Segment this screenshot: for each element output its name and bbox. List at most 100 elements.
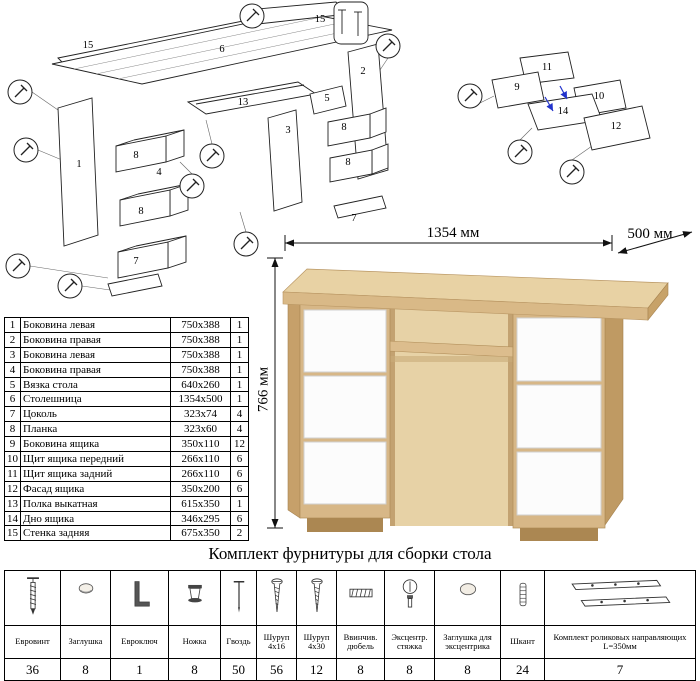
hardware-qty: 8 [168, 658, 221, 681]
desk-render [267, 231, 693, 541]
part-number-label: 12 [611, 121, 622, 132]
parts-size: 675х350 [170, 525, 231, 542]
parts-name: Столешница [20, 391, 171, 408]
parts-size: 750х388 [170, 331, 231, 348]
confirmat-screw-icon [4, 570, 61, 626]
part-number-label: 6 [219, 44, 224, 55]
parts-name: Боковина правая [20, 331, 171, 348]
part-number-label: 14 [558, 106, 569, 117]
parts-num: 10 [4, 451, 21, 467]
hardware-kit-title: Комплект фурнитуры для сборки стола [208, 544, 492, 563]
part-number-label: 8 [133, 150, 138, 161]
parts-qty: 4 [230, 406, 249, 423]
depth-dimension-label: 500 мм [627, 226, 673, 242]
hardware-qty: 24 [500, 658, 545, 681]
part-number-label: 11 [542, 62, 552, 73]
hardware-qty: 7 [544, 658, 696, 681]
parts-qty: 1 [230, 346, 249, 363]
hex-key-icon [110, 570, 169, 626]
parts-qty: 6 [230, 451, 249, 467]
hardware-name: Ножка [168, 625, 221, 659]
parts-size: 750х388 [170, 361, 231, 378]
parts-num: 4 [4, 361, 21, 378]
parts-qty: 1 [230, 391, 249, 408]
part-number-label: 5 [324, 93, 329, 104]
hardware-qty: 8 [384, 658, 435, 681]
hardware-name: Гвоздь [220, 625, 257, 659]
hardware-name: Комплект роликовых направляющих L=350мм [544, 625, 696, 659]
parts-size: 266х110 [170, 451, 231, 467]
hardware-table-row [4, 570, 696, 626]
parts-size: 346х295 [170, 510, 231, 527]
wood-dowel-icon [500, 570, 545, 626]
furniture-foot-icon [168, 570, 221, 626]
parts-size: 266х110 [170, 465, 231, 482]
hardware-name: Евроключ [110, 625, 169, 659]
cam-lock-icon [384, 570, 435, 626]
callout-leader-lines [29, 57, 593, 291]
parts-name: Боковина ящика [20, 436, 171, 453]
parts-qty: 1 [230, 376, 249, 393]
hardware-name: Шуруп 4х30 [296, 625, 337, 659]
hardware-qty: 8 [434, 658, 501, 681]
cam-cap-icon [434, 570, 501, 626]
parts-name: Вязка стола [20, 376, 171, 393]
parts-name: Щит ящика передний [20, 451, 171, 467]
parts-size: 350х110 [170, 436, 231, 453]
hardware-name: Эксцентр. стяжка [384, 625, 435, 659]
part-number-label: 9 [514, 82, 519, 93]
parts-qty: 1 [230, 317, 249, 333]
parts-qty: 12 [230, 436, 249, 453]
parts-qty: 4 [230, 421, 249, 438]
parts-name: Щит ящика задний [20, 465, 171, 482]
parts-qty: 6 [230, 465, 249, 482]
parts-num: 14 [4, 510, 21, 527]
part-number-label: 7 [133, 256, 138, 267]
threaded-dowel-icon [336, 570, 385, 626]
parts-num: 11 [4, 465, 21, 482]
cap-plug-icon [60, 570, 111, 626]
desk-body [282, 268, 669, 541]
parts-name: Боковина левая [20, 317, 171, 333]
part-number-label: 15 [83, 40, 94, 51]
part-number-label: 7 [351, 213, 356, 224]
parts-name: Дно ящика [20, 510, 171, 527]
parts-size: 350х200 [170, 480, 231, 497]
width-dimension-label: 1354 мм [426, 225, 480, 241]
part-number-label: 10 [594, 91, 605, 102]
hardware-qty: 50 [220, 658, 257, 681]
part-number-label: 13 [238, 97, 249, 108]
parts-name: Боковина левая [20, 346, 171, 363]
parts-num: 2 [4, 331, 21, 348]
parts-qty: 1 [230, 361, 249, 378]
hardware-name: Евровинт [4, 625, 61, 659]
parts-qty: 2 [230, 525, 249, 542]
part-number-label: 15 [315, 14, 326, 25]
height-dimension-label: 766 мм [255, 366, 272, 413]
parts-size: 615х350 [170, 495, 231, 512]
parts-size: 323х60 [170, 421, 231, 438]
hardware-qty: 8 [336, 658, 385, 681]
parts-name: Планка [20, 421, 171, 438]
nail-icon [220, 570, 257, 626]
drawer-exploded-view [491, 51, 651, 151]
parts-name: Боковина правая [20, 361, 171, 378]
parts-num: 15 [4, 525, 21, 542]
parts-name: Полка выкатная [20, 495, 171, 512]
hardware-name: Шкант [500, 625, 545, 659]
